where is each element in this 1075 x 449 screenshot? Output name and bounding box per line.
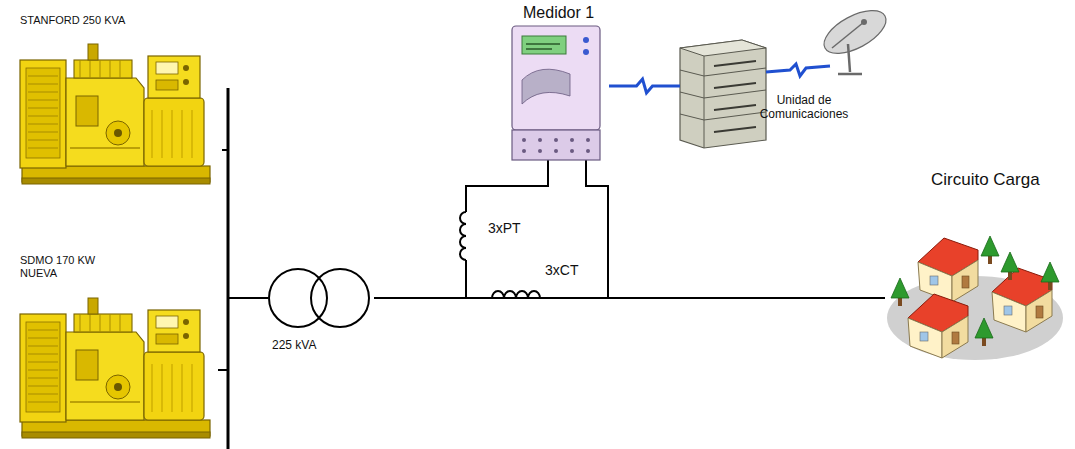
- power-line: [374, 297, 885, 299]
- node-label: STANFORD 250 KVA: [20, 14, 222, 27]
- node-label: Unidad de Comunicaciones: [752, 94, 856, 122]
- houses-picture: [887, 236, 1063, 360]
- power-line: [218, 298, 268, 370]
- communications-node: Unidad de Comunicaciones: [680, 40, 910, 144]
- meter-node: Medidor 1: [505, 0, 609, 160]
- generator-picture: [20, 44, 210, 184]
- node-label: SDMO 170 KW NUEVA: [20, 254, 116, 279]
- generator-picture: [20, 298, 210, 438]
- meter-picture: [512, 26, 600, 160]
- transformer-symbol: [269, 269, 369, 327]
- power-line: [222, 150, 268, 298]
- ct-label: 3xCT: [545, 262, 578, 278]
- node-label: Medidor 1: [523, 4, 609, 22]
- radio-link: [766, 64, 830, 76]
- instrument-wiring: [460, 160, 608, 298]
- load-node: Circuito Carga: [885, 166, 1071, 362]
- pt-label: 3xPT: [488, 220, 521, 236]
- generator-node: SDMO 170 KW NUEVA: [18, 250, 218, 445]
- dish-picture: [817, 2, 892, 74]
- data-link: [609, 79, 680, 93]
- rack-picture: [680, 40, 766, 148]
- node-label: 225 kVA: [272, 339, 374, 353]
- node-label: Circuito Carga: [931, 170, 1071, 190]
- generator-node: STANFORD 250 KVA: [18, 8, 222, 194]
- transformer-node: 225 kVA: [268, 268, 374, 362]
